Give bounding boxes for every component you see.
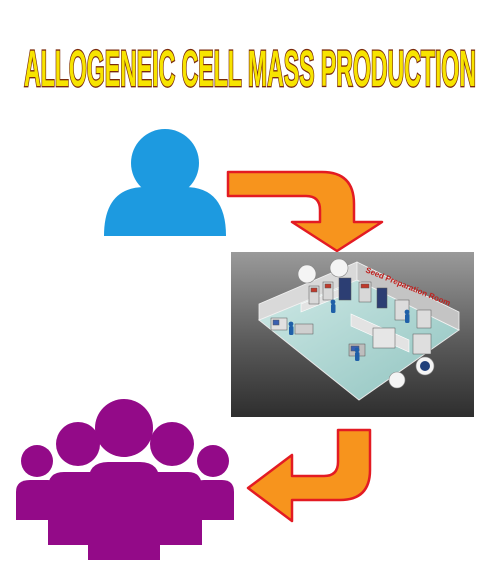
diagram-title: ALLOGENEIC CELL MASS PRODUCTION: [0, 28, 500, 98]
diagram-title-text: ALLOGENEIC CELL MASS PRODUCTION: [24, 39, 476, 96]
curved-arrow-icon-donor-to-room: [226, 170, 384, 253]
recipients-group-icon: [16, 399, 234, 560]
cell-production-room-image: Seed Preparation Room: [231, 252, 474, 417]
donor-person-icon: [104, 129, 226, 236]
curved-arrow-icon-room-to-recipients: [246, 428, 372, 523]
